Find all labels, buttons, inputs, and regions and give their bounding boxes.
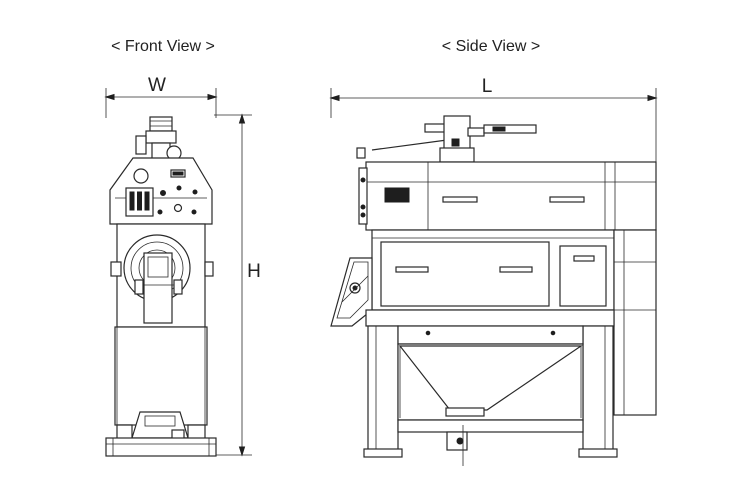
width-label: W (148, 75, 166, 96)
height-dimension: H (214, 113, 261, 457)
width-dimension: W (104, 75, 218, 118)
front-view-title: < Front View > (111, 38, 215, 55)
side-machine (330, 115, 657, 466)
length-dimension: L (329, 76, 658, 165)
height-label: H (247, 261, 261, 282)
length-label: L (482, 76, 493, 97)
side-view-title: < Side View > (442, 38, 540, 55)
front-machine (105, 116, 217, 457)
